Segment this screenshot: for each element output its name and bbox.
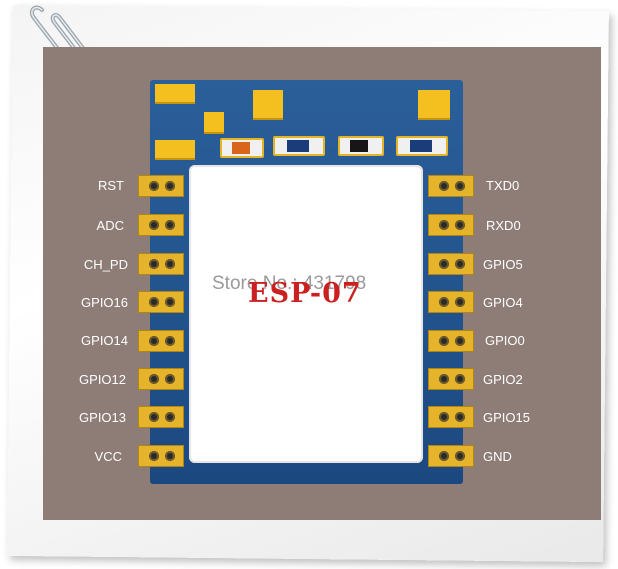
- pin-socket: [428, 175, 474, 197]
- pin-label-gpio5: GPIO5: [483, 257, 523, 272]
- smd-component: [220, 138, 264, 158]
- pin-label-ch-pd: CH_PD: [83, 257, 128, 272]
- pin-label-gpio14: GPIO14: [81, 333, 128, 348]
- module-name: ESP-07: [248, 278, 362, 309]
- pin-label-gpio2: GPIO2: [483, 372, 523, 387]
- smd-component: [273, 136, 325, 156]
- pin-label-gpio15: GPIO15: [483, 410, 530, 425]
- antenna-pad: [155, 84, 195, 104]
- smd-component: [396, 136, 448, 156]
- pin-socket: [428, 330, 474, 352]
- rf-shield: [189, 165, 423, 463]
- pin-label-rxd0: RXD0: [486, 218, 521, 233]
- antenna-pad: [418, 90, 450, 120]
- pin-socket: [138, 330, 184, 352]
- pin-label-gpio16: GPIO16: [81, 295, 128, 310]
- smd-component: [338, 136, 384, 156]
- pin-label-gpio0: GPIO0: [485, 333, 525, 348]
- store-watermark: Store No.: 431798: [212, 273, 367, 294]
- antenna-pad: [204, 112, 224, 134]
- pin-socket: [138, 445, 184, 467]
- pin-socket: [428, 445, 474, 467]
- pin-label-gpio4: GPIO4: [483, 295, 523, 310]
- antenna-pad: [155, 140, 195, 160]
- pin-label-vcc: VCC: [94, 449, 122, 464]
- pin-socket: [138, 214, 184, 236]
- pin-socket: [138, 406, 184, 428]
- pin-socket: [428, 406, 474, 428]
- pin-socket: [428, 368, 474, 390]
- pin-socket: [428, 253, 474, 275]
- pin-socket: [138, 291, 184, 313]
- pin-label-gpio12: GPIO12: [79, 372, 126, 387]
- pin-socket: [138, 253, 184, 275]
- pin-socket: [428, 291, 474, 313]
- pin-socket: [138, 175, 184, 197]
- pin-label-gpio13: GPIO13: [79, 410, 126, 425]
- pin-socket: [428, 214, 474, 236]
- pin-label-rst: RST: [98, 178, 124, 193]
- pin-socket: [138, 368, 184, 390]
- pin-label-adc: ADC: [96, 218, 124, 233]
- antenna-pad: [253, 90, 283, 120]
- pin-label-txd0: TXD0: [486, 178, 520, 193]
- pin-label-gnd: GND: [483, 449, 512, 464]
